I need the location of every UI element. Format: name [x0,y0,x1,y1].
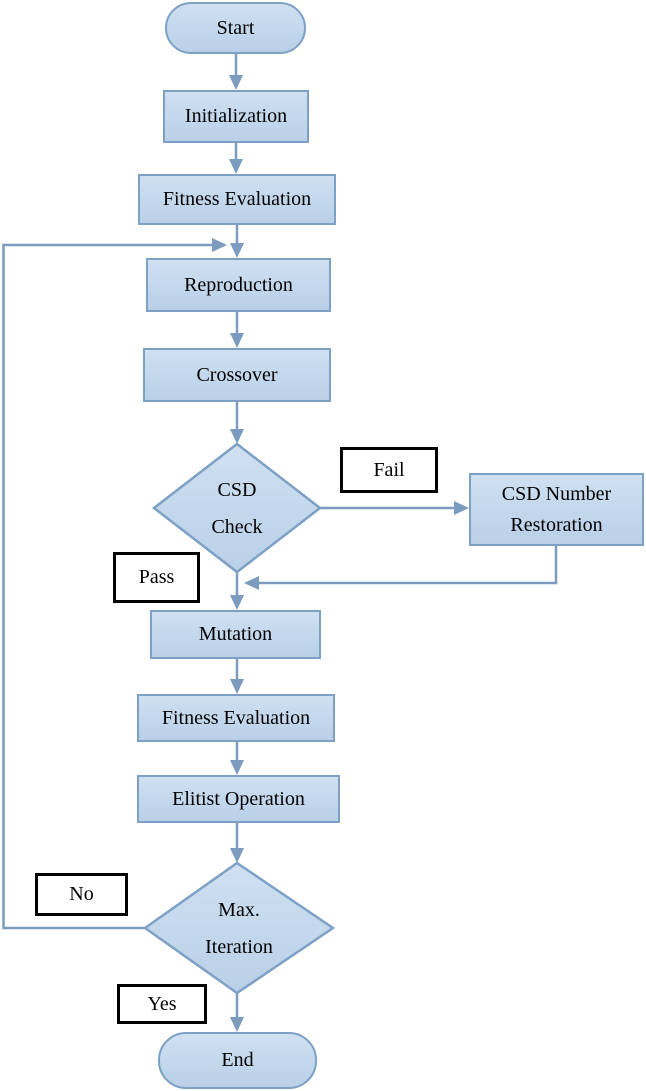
node-mutation-label: Mutation [198,623,273,645]
restoration-line2: Restoration [510,513,603,536]
edge-label-fail: Fail [340,447,438,493]
node-start: Start [165,2,306,54]
node-crossover: Crossover [143,348,331,402]
node-end-label: End [221,1049,254,1071]
edge-label-pass: Pass [113,552,200,603]
node-fitness-evaluation-1: Fitness Evaluation [138,174,336,225]
node-elitist-operation: Elitist Operation [137,775,340,823]
yes-text: Yes [147,992,177,1015]
node-fitness-evaluation-2: Fitness Evaluation [137,694,335,742]
node-fitness-evaluation-2-label: Fitness Evaluation [161,706,311,729]
edge-restoration-return [244,546,558,590]
node-csd-number-restoration: CSD Number Restoration [469,473,644,546]
node-fitness-evaluation-1-label: Fitness Evaluation [162,188,312,210]
node-csd-check-diamond [151,442,323,574]
node-reproduction: Reproduction [146,258,331,312]
edge-label-yes: Yes [117,984,207,1024]
node-mutation: Mutation [150,610,321,659]
node-elitist-operation-label: Elitist Operation [172,787,305,810]
node-initialization: Initialization [163,90,309,143]
fail-text: Fail [373,458,405,481]
edge-label-no: No [35,873,128,916]
node-start-label: Start [216,16,255,39]
restoration-line1: CSD Number [501,482,612,505]
pass-text: Pass [138,566,175,588]
no-text: No [69,883,94,905]
edge-maxiteration-no-loop [2,238,227,930]
node-crossover-label: Crossover [196,363,278,386]
node-reproduction-label: Reproduction [184,273,293,296]
node-end: End [158,1032,317,1089]
node-max-iteration-diamond [142,861,336,995]
node-initialization-label: Initialization [184,105,288,127]
